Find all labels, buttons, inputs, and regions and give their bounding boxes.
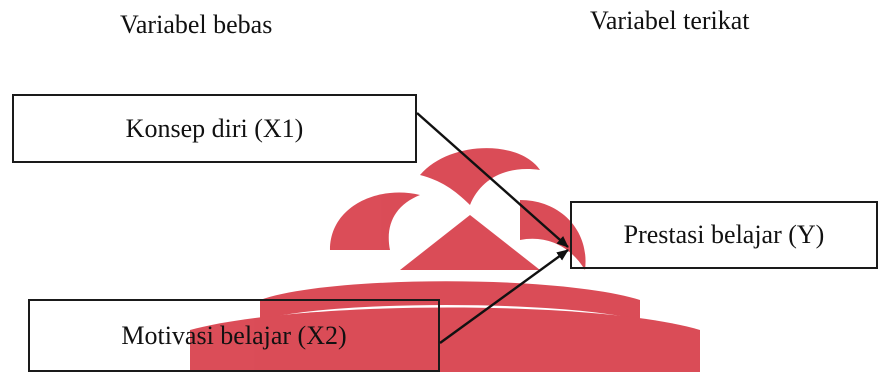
node-y-learning-achievement: Prestasi belajar (Y) bbox=[570, 201, 878, 269]
arrow-x1-to-y bbox=[416, 112, 569, 248]
dependent-variable-heading: Variabel terikat bbox=[590, 6, 750, 35]
node-y-label: Prestasi belajar (Y) bbox=[623, 220, 825, 249]
independent-variable-heading: Variabel bebas bbox=[120, 10, 273, 39]
node-x1-label: Konsep diri (X1) bbox=[125, 113, 304, 143]
node-x2-label: Motivasi belajar (X2) bbox=[121, 320, 347, 350]
arrow-x2-to-y bbox=[439, 249, 569, 344]
node-x1-self-concept: Konsep diri (X1) bbox=[12, 94, 417, 163]
node-x2-learning-motivation: Motivasi belajar (X2) bbox=[28, 299, 440, 372]
